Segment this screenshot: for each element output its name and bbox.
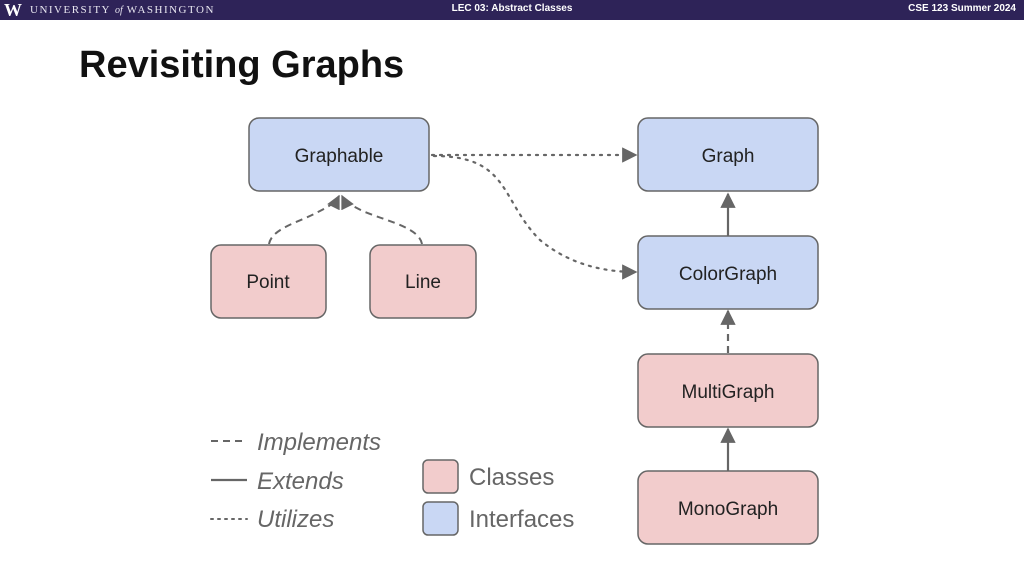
- node-label: Point: [246, 272, 290, 293]
- node-multigraph: MultiGraph: [637, 353, 819, 428]
- node-line: Line: [369, 244, 477, 319]
- legend-classes-label: Classes: [469, 464, 554, 491]
- node-label: MultiGraph: [682, 382, 775, 403]
- course-name: CSE 123 Summer 2024: [908, 3, 1016, 14]
- legend-utilizes-label: Utilizes: [257, 506, 334, 533]
- legend-interfaces-label: Interfaces: [469, 506, 574, 533]
- legend: Implements Extends Utilizes Classes Inte…: [210, 429, 574, 536]
- node-monograph: MonoGraph: [637, 470, 819, 545]
- node-point: Point: [210, 244, 327, 319]
- uw-w-logo: W: [4, 0, 22, 20]
- node-label: Graph: [702, 146, 755, 167]
- edge-line-implements-graphable: [341, 194, 423, 245]
- node-graphable: Graphable: [248, 117, 430, 192]
- legend-extends-label: Extends: [257, 468, 344, 495]
- node-colorgraph: ColorGraph: [637, 235, 819, 310]
- university-word: UNIVERSITY: [30, 4, 111, 16]
- slide-title: Revisiting Graphs: [79, 44, 405, 86]
- washington-word: WASHINGTON: [126, 4, 215, 16]
- edge-point-implements-graphable: [268, 194, 340, 245]
- diagram-edges: [268, 147, 736, 471]
- node-label: Graphable: [295, 146, 384, 167]
- edge-graphable-utilizes-colorgraph: [432, 154, 638, 280]
- legend-implements-label: Implements: [257, 429, 381, 456]
- node-label: ColorGraph: [679, 264, 777, 285]
- of-word: of: [115, 5, 123, 16]
- node-graph: Graph: [637, 117, 819, 192]
- node-label: MonoGraph: [678, 499, 778, 520]
- legend-classes-swatch: [422, 459, 459, 494]
- node-label: Line: [405, 272, 441, 293]
- legend-interfaces-swatch: [422, 501, 459, 536]
- lecture-title: LEC 03: Abstract Classes: [451, 3, 573, 14]
